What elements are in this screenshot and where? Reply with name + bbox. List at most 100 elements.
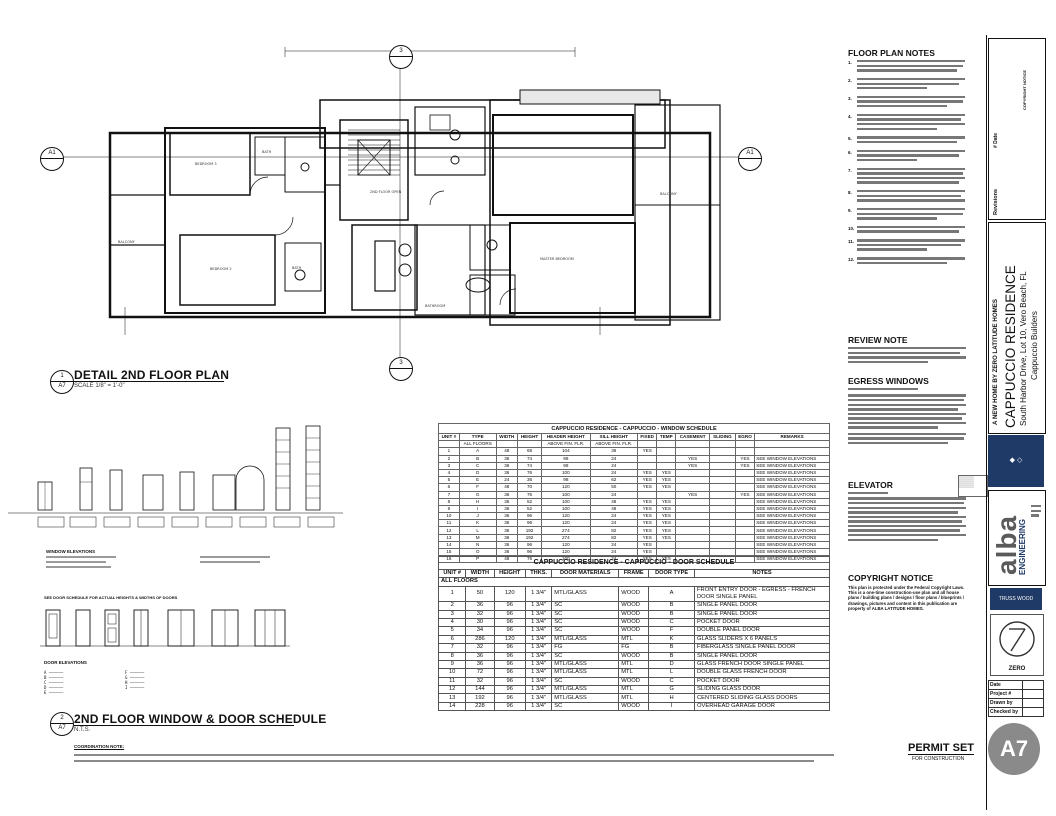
- window-schedule-cell: [734, 483, 756, 492]
- window-schedule-cell: 274: [541, 526, 591, 535]
- door-schedule-header: WIDTH: [465, 568, 495, 579]
- client-logo: ◆ ◇: [988, 435, 1044, 487]
- window-schedule-cell: 96: [516, 519, 543, 528]
- note-number: 8.: [848, 190, 852, 196]
- window-schedule-cell: 52: [516, 504, 543, 514]
- grid-marker-left: A1: [40, 147, 64, 171]
- window-schedule-cell: [709, 533, 736, 542]
- window-schedule-header: SLIDING: [709, 432, 736, 442]
- window-schedule-cell: 48: [589, 497, 638, 506]
- door-schedule-cell: 1 3/4": [524, 617, 553, 628]
- revisions-label: Revisions: [993, 189, 999, 215]
- door-schedule-cell: MTL/GLASS: [551, 685, 620, 695]
- door-schedule-cell: 120: [493, 585, 526, 603]
- door-schedule-cell: 6: [437, 634, 467, 645]
- window-schedule-cell: YES: [636, 512, 658, 521]
- window-schedule-cell: 104: [541, 447, 591, 456]
- note-number: 2.: [848, 77, 852, 83]
- door-schedule-cell: MTL/GLASS: [551, 585, 620, 603]
- door-schedule-cell: 1 3/4": [524, 651, 553, 661]
- floor-plan-note: 6.: [848, 149, 968, 164]
- door-schedule-cell: SC: [551, 601, 620, 611]
- window-schedule-cell: [675, 504, 711, 514]
- window-schedule-cell: YES: [734, 461, 756, 470]
- floor-plan-notes-title: FLOOR PLAN NOTES: [848, 48, 935, 58]
- door-schedule-header: FRAME: [618, 568, 650, 579]
- window-schedule-cell: 36: [495, 526, 518, 535]
- door-schedule-cell: 8: [437, 651, 467, 661]
- door-schedule-cell: MTL/GLASS: [551, 668, 620, 678]
- door-schedule-cell: WOOD: [618, 676, 650, 687]
- window-schedule-cell: 36: [495, 512, 518, 521]
- window-schedule-cell: 7: [438, 490, 460, 499]
- window-schedule-cell: 36: [516, 476, 543, 485]
- door-schedule-header: THKS.: [524, 568, 553, 579]
- door-schedule-cell: 96: [493, 668, 526, 678]
- svg-text:2ND FLOOR OPEN: 2ND FLOOR OPEN: [370, 190, 402, 194]
- door-schedule-cell: 50: [465, 585, 495, 603]
- window-schedule-cell: 14: [438, 540, 460, 550]
- window-schedule-header: UNIT #: [438, 432, 460, 442]
- window-schedule-cell: 8: [438, 497, 460, 506]
- door-schedule-cell: B: [648, 651, 695, 661]
- window-schedule-cell: YES: [656, 497, 677, 506]
- window-schedule-header: FIXED: [636, 432, 658, 442]
- note-number: 9.: [848, 207, 852, 213]
- elevator-title: ELEVATOR: [848, 480, 893, 490]
- window-schedule-cell: SEE WINDOW ELEVATIONS: [754, 454, 830, 463]
- door-schedule-cell: 1 3/4": [524, 601, 553, 611]
- permit-set-label: PERMIT SET: [908, 742, 975, 755]
- door-schedule-cell: 4: [437, 617, 467, 628]
- window-schedule-cell: H: [458, 497, 497, 506]
- window-schedule-cell: 120: [541, 547, 591, 557]
- window-schedule-cell: 24: [589, 512, 638, 521]
- window-schedule-cell: [675, 533, 711, 542]
- window-schedule-cell: 82: [589, 526, 638, 535]
- plan-scale: SCALE 1/8" = 1'-0": [74, 383, 125, 389]
- window-schedule-cell: YES: [636, 468, 658, 478]
- door-schedule-cell: 96: [493, 701, 526, 712]
- window-schedule-cell: F: [458, 483, 497, 492]
- window-schedule-cell: [636, 454, 658, 463]
- door-schedule-cell: WOOD: [618, 701, 650, 712]
- window-schedule-cell: [734, 512, 756, 521]
- window-schedule-cell: SEE WINDOW ELEVATIONS: [754, 476, 830, 485]
- door-schedule-cell: GLASS SLIDERS X 6 PANELS: [694, 634, 830, 645]
- window-schedule-cell: [675, 540, 711, 550]
- door-elevations-label: DOOR ELEVATIONS: [44, 660, 87, 665]
- window-schedule-cell: N: [458, 540, 497, 550]
- window-schedule-cell: SEE WINDOW ELEVATIONS: [754, 468, 830, 478]
- window-elevations-drawing: [8, 425, 343, 528]
- note-number: 10.: [848, 225, 855, 231]
- svg-text:BATH: BATH: [262, 150, 272, 154]
- window-schedule-header: HEADER HEIGHT: [541, 432, 591, 442]
- date-label: # Date: [993, 132, 999, 148]
- door-schedule-header: DOOR MATERIALS: [551, 568, 620, 579]
- window-schedule-cell: [675, 483, 711, 492]
- window-schedule-cell: YES: [636, 533, 658, 542]
- window-schedule-cell: SEE WINDOW ELEVATIONS: [754, 533, 830, 542]
- window-schedule-cell: [734, 540, 756, 550]
- window-schedule-cell: 36: [495, 490, 518, 499]
- zero-logo-text: ZERO: [1008, 666, 1026, 672]
- window-schedule-cell: 274: [541, 533, 591, 542]
- window-schedule-cell: YES: [656, 483, 677, 492]
- door-schedule-cell: 10: [437, 668, 467, 678]
- door-schedule-cell: B: [648, 643, 695, 653]
- door-schedule-cell: 1: [437, 585, 467, 603]
- window-schedule-cell: 5: [438, 476, 460, 485]
- svg-text:BATHROOM: BATHROOM: [425, 304, 445, 308]
- window-schedule-cell: YES: [656, 468, 677, 478]
- project-builder: Cappuccio Builders: [1030, 311, 1039, 380]
- door-schedule-cell: 96: [493, 676, 526, 687]
- permit-set-sub: FOR CONSTRUCTION: [912, 756, 965, 762]
- window-schedule-cell: SEE WINDOW ELEVATIONS: [754, 512, 830, 521]
